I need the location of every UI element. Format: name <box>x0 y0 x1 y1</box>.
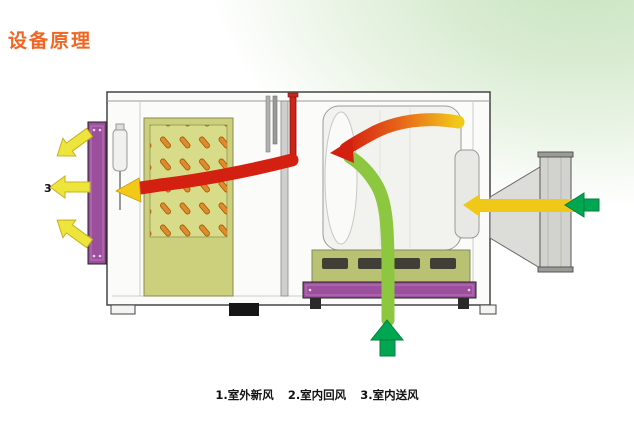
return-air-flow-band <box>343 150 395 327</box>
legend-item-outdoor-fresh-air: 1.室外新风 <box>215 388 274 402</box>
legend-item-indoor-supply-air: 3.室内送风 <box>360 388 419 402</box>
legend-item-indoor-return-air: 2.室内回风 <box>287 388 347 402</box>
left-side-panel <box>87 121 107 265</box>
supply-air-flow-arrow <box>115 153 299 203</box>
supply-air-number: 3 <box>44 182 52 195</box>
legend-caption: 1.室外新风 2.室内回风 3.室内送风 <box>0 387 634 403</box>
unit-feet <box>110 298 497 316</box>
fresh-air-flow-band <box>463 194 576 217</box>
outdoor-air-arrow <box>564 192 600 218</box>
fan-unit <box>311 105 480 283</box>
supply-arrow-left <box>49 175 91 199</box>
return-air-arrow <box>369 319 405 357</box>
heat-exchanger-coil <box>143 117 234 297</box>
supply-air-arrows: 3 <box>44 123 97 253</box>
mixed-air-flow-arrow <box>330 113 465 163</box>
page-title: 设备原理 <box>8 30 93 52</box>
